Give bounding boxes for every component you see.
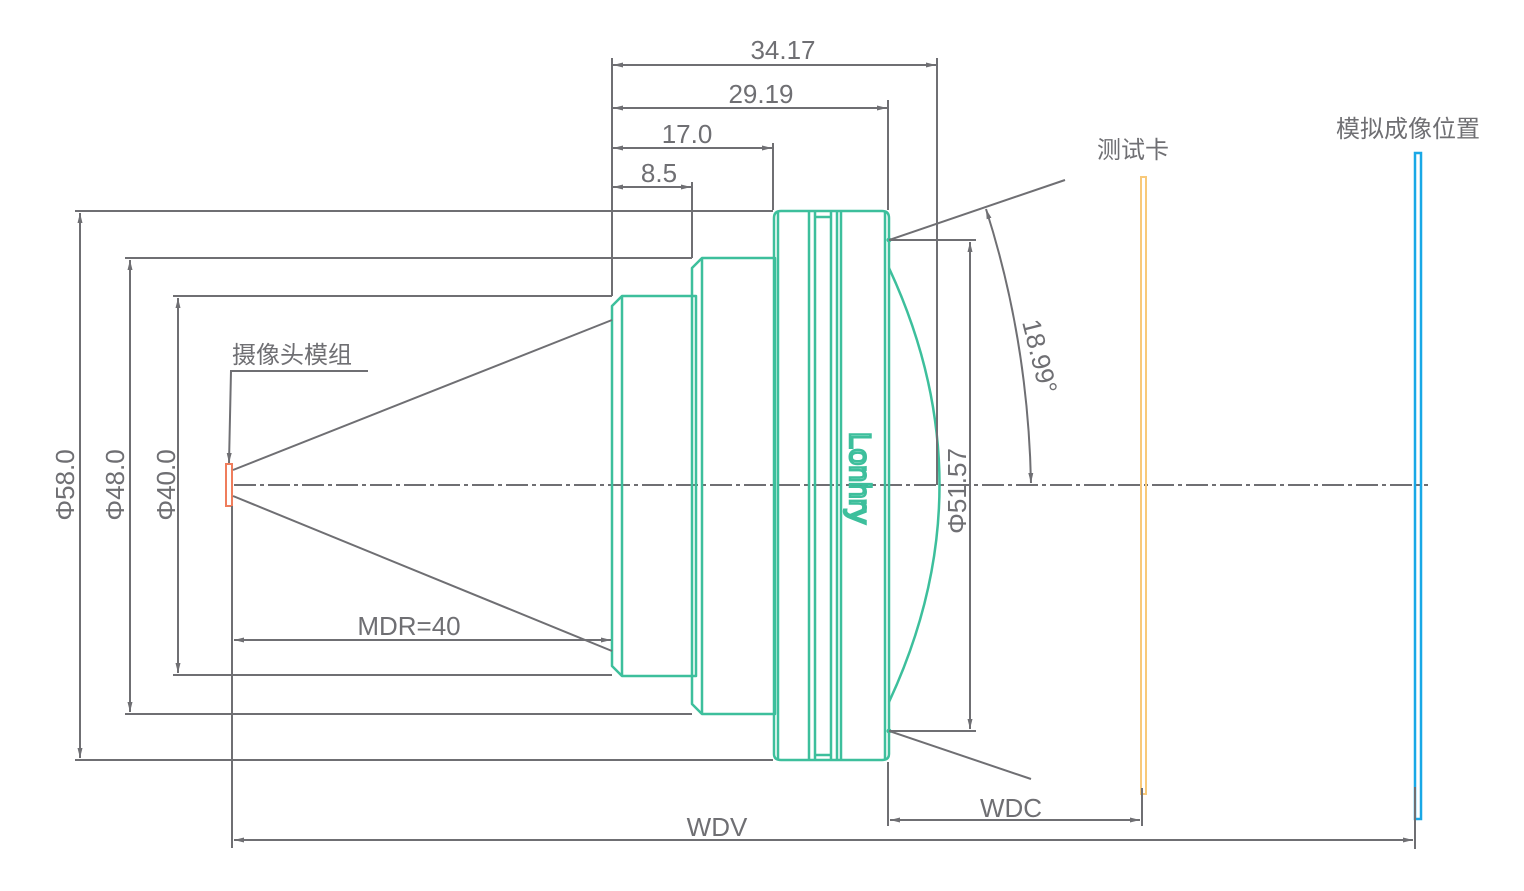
camera-module: 摄像头模组	[225, 319, 613, 652]
wdc-label: WDC	[980, 793, 1042, 823]
camera-module-leader	[226, 370, 368, 464]
dim-d48: Φ48.0	[100, 449, 130, 520]
lens-front-ring	[772, 209, 891, 762]
diameter-dimensions: Φ58.0 Φ48.0 Φ40.0	[50, 210, 773, 761]
test-card-label: 测试卡	[1097, 136, 1169, 164]
sensor	[225, 463, 233, 507]
lens-front-dome	[887, 267, 941, 703]
wdv-dimension: WDV	[234, 787, 1416, 849]
front-diameter-dimension: Φ51.57	[889, 239, 976, 732]
lens-rear-barrel	[610, 294, 698, 678]
top-dimensions: 34.17 29.19 17.0 8.5	[611, 35, 938, 485]
fov-angle: 18.99°	[888, 179, 1066, 780]
image-plane-plate	[1413, 151, 1423, 821]
dim-flange-length: 17.0	[662, 119, 713, 149]
image-plane-label: 模拟成像位置	[1336, 115, 1480, 143]
test-card: 测试卡	[1097, 136, 1169, 795]
dim-d40: Φ40.0	[151, 449, 181, 520]
dim-body-length: 29.19	[728, 79, 793, 109]
wdc-dimension: WDC	[887, 762, 1143, 826]
dim-step-length: 8.5	[641, 158, 677, 188]
camera-module-label: 摄像头模组	[232, 341, 352, 369]
mdr-label: MDR=40	[357, 611, 460, 641]
angle-arc	[985, 208, 1034, 484]
dim-d58: Φ58.0	[50, 449, 80, 520]
lens-body: Lonhry	[610, 209, 941, 762]
image-plane: 模拟成像位置	[1336, 115, 1480, 821]
dim-front-lens: Φ51.57	[942, 448, 972, 534]
wdv-label: WDV	[687, 812, 748, 842]
brand-logo: Lonhry	[843, 432, 876, 524]
dim-overall-length: 34.17	[750, 35, 815, 65]
mdr-dimension: MDR=40	[231, 506, 611, 848]
test-card-plate	[1140, 176, 1147, 795]
